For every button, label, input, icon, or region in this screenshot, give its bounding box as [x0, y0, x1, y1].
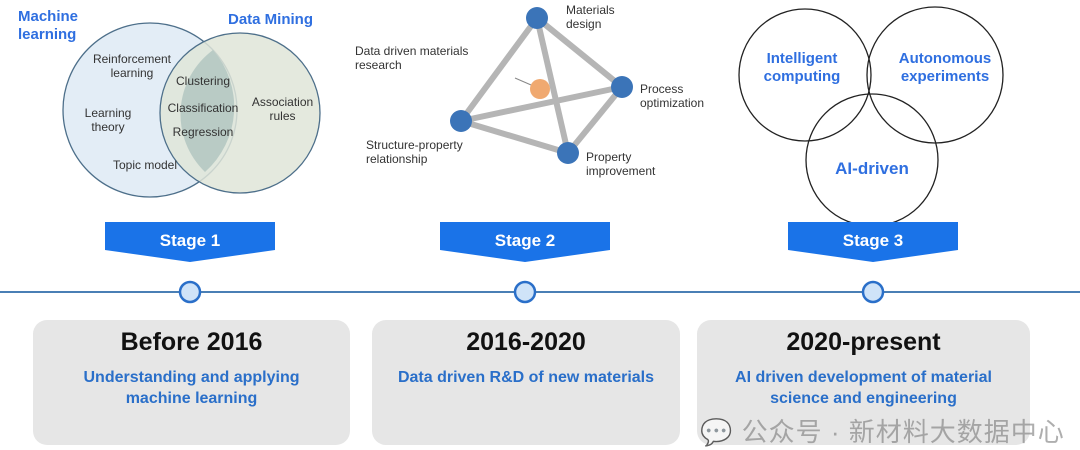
- period-title: 2016-2020: [466, 328, 586, 356]
- watermark-text: 公众号 · 新材料大数据中心: [741, 417, 1065, 447]
- timeline-markers: [178, 280, 885, 304]
- period-desc: AI driven development of material scienc…: [735, 369, 992, 407]
- stage-3-banner: Stage 3: [842, 231, 904, 250]
- dm-title: Data Mining: [228, 11, 313, 28]
- stage-2-banner: Stage 2: [494, 231, 556, 250]
- center-node: [530, 79, 550, 99]
- node-label: Property improvement: [586, 150, 656, 178]
- tetrahedron-edges: [458, 15, 625, 156]
- node-label: Structure-property relationship: [366, 138, 463, 166]
- wechat-icon: 💬: [700, 417, 734, 447]
- stage-banners: [105, 222, 958, 262]
- ml-title: Machine learning: [18, 8, 79, 43]
- period-title: Before 2016: [120, 328, 263, 356]
- shared-item: Clustering: [175, 74, 231, 88]
- watermark: 💬 公众号 · 新材料大数据中心: [700, 417, 1065, 447]
- ml-item: Learning theory: [84, 106, 132, 134]
- stage-1-banner: Stage 1: [159, 231, 221, 250]
- period-desc: Understanding and applying machine learn…: [83, 369, 300, 407]
- stage3-circles: [738, 6, 1004, 227]
- period-title: 2020-present: [786, 328, 941, 356]
- center-label: Data driven materials research: [355, 44, 469, 72]
- tetrahedron-nodes: [450, 7, 633, 164]
- venn-overlap: [180, 50, 235, 172]
- circle-label: Autonomous experiments: [898, 50, 992, 85]
- period-box: 2020-present AI driven development of ma…: [697, 320, 1030, 445]
- circle-label: Intelligent computing: [763, 50, 841, 85]
- period-desc: Data driven R&D of new materials: [397, 369, 655, 386]
- circle-label: AI-driven: [835, 159, 909, 178]
- period-box: 2016-2020 Data driven R&D of new materia…: [372, 320, 680, 445]
- dm-item: Association rules: [251, 95, 314, 123]
- node-label: Process optimization: [640, 82, 705, 110]
- period-box: Before 2016 Understanding and applying m…: [33, 320, 350, 445]
- node-label: Materials design: [566, 3, 615, 31]
- ml-item: Topic model: [112, 158, 178, 172]
- ml-item: Reinforcement learning: [92, 52, 172, 80]
- shared-item: Regression: [172, 125, 234, 139]
- shared-item: Classification: [167, 101, 239, 115]
